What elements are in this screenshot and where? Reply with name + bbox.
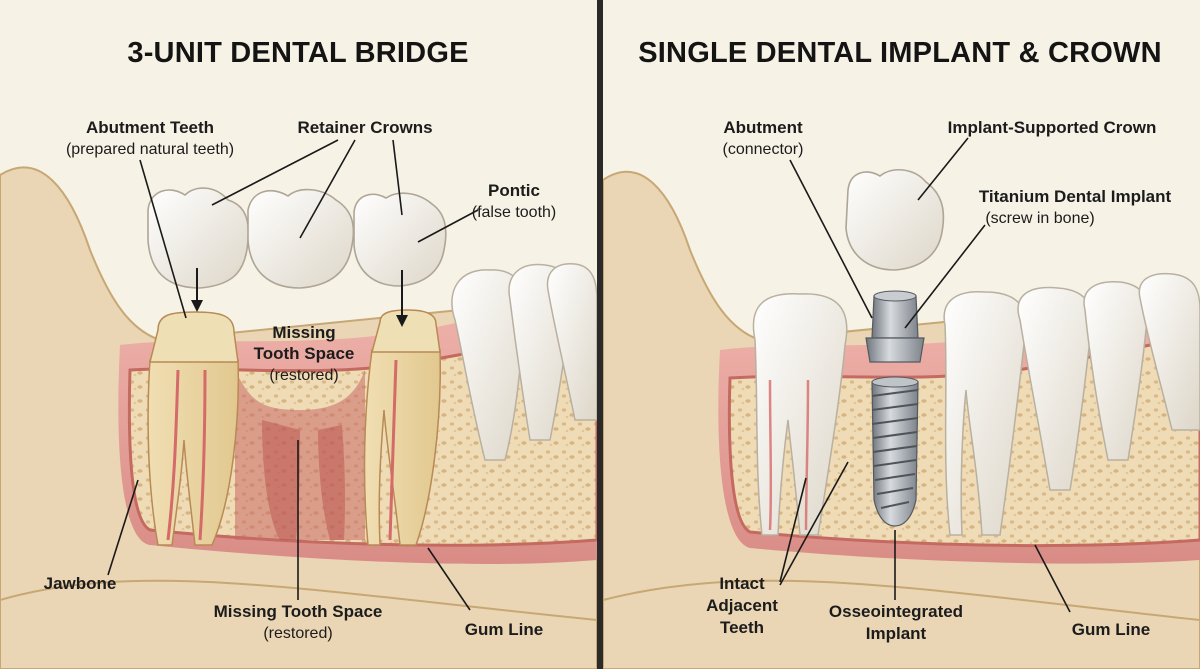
label-intact-3: Teeth <box>720 618 764 637</box>
label-abutment-sub: (connector) <box>723 141 804 158</box>
label-titanium-implant: Titanium Dental Implant <box>979 187 1172 206</box>
label-missing-line1: Missing <box>272 323 335 342</box>
label-pontic: Pontic <box>488 181 540 200</box>
natural-teeth-back-right <box>1017 272 1200 491</box>
adjacent-tooth-right <box>943 291 1027 536</box>
bridge-crowns <box>147 187 447 289</box>
implant-abutment <box>865 290 925 363</box>
label-osseo-2: Implant <box>866 624 927 643</box>
abutment-tooth-left <box>147 311 240 546</box>
natural-molars-back <box>451 263 597 461</box>
label-abutment-teeth-sub: (prepared natural teeth) <box>66 141 234 158</box>
label-abutment-teeth: Abutment Teeth <box>86 118 214 137</box>
panel-divider <box>597 0 603 669</box>
bridge-panel: 3-UNIT DENTAL BRIDGE Abutment Teeth (pre… <box>0 37 597 669</box>
label-jawbone: Jawbone <box>44 574 117 593</box>
label-missing-bottom-sub: (restored) <box>263 625 332 642</box>
abutment-tooth-right <box>363 309 441 546</box>
titanium-implant-screw <box>871 376 919 527</box>
label-titanium-sub: (screw in bone) <box>985 210 1094 227</box>
label-implant-crown: Implant-Supported Crown <box>948 118 1157 137</box>
label-missing-line2: Tooth Space <box>254 344 355 363</box>
adjacent-tooth-left <box>752 293 848 536</box>
label-pontic-sub: (false tooth) <box>472 204 556 221</box>
label-gum-line-left: Gum Line <box>465 620 543 639</box>
label-osseo-1: Osseointegrated <box>829 602 963 621</box>
bridge-title: 3-UNIT DENTAL BRIDGE <box>127 37 468 69</box>
label-gum-line-right: Gum Line <box>1072 620 1150 639</box>
implant-title: SINGLE DENTAL IMPLANT & CROWN <box>638 37 1161 69</box>
implant-panel: SINGLE DENTAL IMPLANT & CROWN Abutment (… <box>603 37 1200 669</box>
label-missing-bottom: Missing Tooth Space <box>214 602 383 621</box>
label-missing-sub: (restored) <box>269 367 338 384</box>
bridge-leader-lines <box>107 139 479 611</box>
label-intact-2: Adjacent <box>706 596 778 615</box>
label-abutment: Abutment <box>723 118 803 137</box>
implant-crown <box>845 169 945 271</box>
implant-leader-lines <box>779 137 1071 613</box>
label-intact-1: Intact <box>719 574 765 593</box>
label-retainer-crowns: Retainer Crowns <box>297 118 432 137</box>
placement-arrows <box>191 268 408 327</box>
